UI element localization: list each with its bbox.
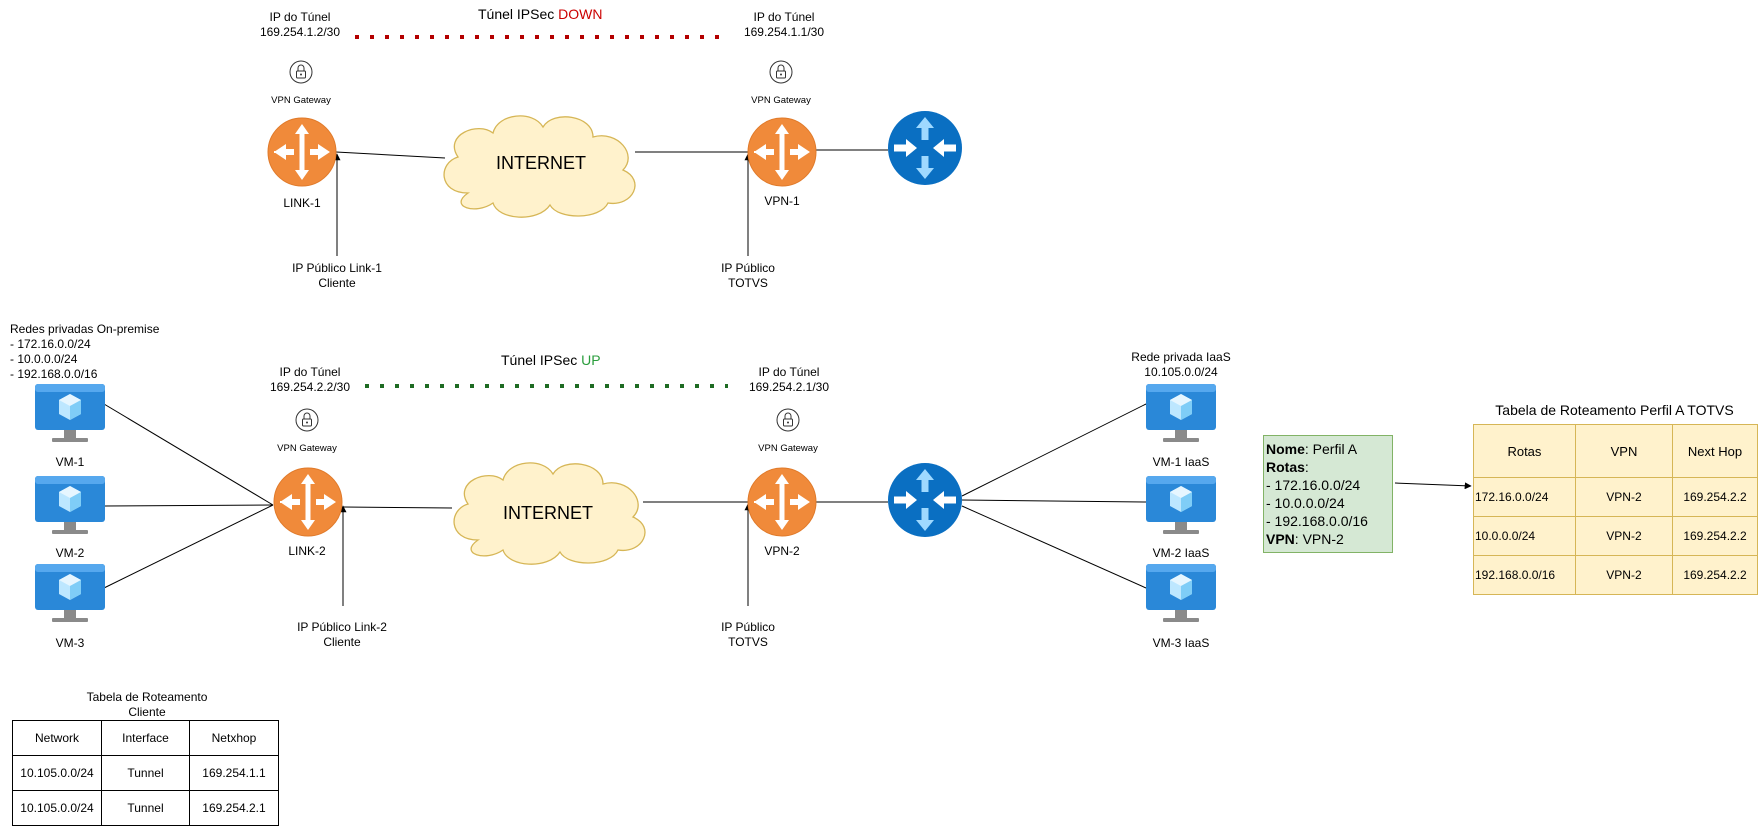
profile-route: - 172.16.0.0/24: [1266, 477, 1361, 493]
top-section: [267, 35, 962, 256]
tunnel-title-top: Túnel IPSec DOWN: [478, 6, 603, 22]
vm3-link-line: [103, 504, 274, 589]
vm-iaas-icon[interactable]: [1146, 476, 1216, 534]
lock-icon: [776, 408, 800, 432]
hub-vm2-iaas-line: [961, 499, 1147, 503]
totvs-routing-table: Rotas VPN Next Hop 172.16.0.0/24 VPN-2 1…: [1473, 424, 1758, 595]
vpn-gateway-label: VPN Gateway: [751, 95, 811, 106]
table-row: 10.105.0.0/24 Tunnel 169.254.1.1: [12, 755, 279, 791]
profile-routes-title: Rotas:: [1266, 459, 1309, 475]
profile-table-arrow: [1394, 482, 1472, 490]
column-header: Next Hop: [1672, 424, 1758, 478]
public-ip-right: IP Público TOTVS: [721, 261, 775, 290]
vm-icon[interactable]: [35, 564, 105, 622]
client-table-title: Tabela de Roteamento Cliente: [86, 690, 208, 719]
tunnel-status-down: DOWN: [558, 6, 603, 22]
vm1-link-line: [103, 403, 274, 506]
link-internet-line: [335, 151, 446, 159]
internet-label: INTERNET: [503, 503, 593, 523]
lock-icon: [289, 60, 313, 84]
client-routing-table: Network Interface Netxhop 10.105.0.0/24 …: [12, 720, 279, 826]
vpn-gateway-label: VPN Gateway: [277, 443, 337, 454]
profile-name: Nome: Perfil A: [1266, 441, 1358, 457]
table-row: 10.0.0.0/24 VPN-2 169.254.2.2: [1473, 516, 1758, 556]
vm-iaas-label: VM-1 IaaS: [1152, 455, 1210, 469]
tunnel-ip-left: IP do Túnel 169.254.1.2/30: [259, 10, 341, 39]
profile-box: Nome: Perfil A Rotas: - 172.16.0.0/24 - …: [1263, 435, 1393, 553]
column-header: Network: [12, 720, 102, 756]
lock-icon: [769, 60, 793, 84]
router-vpn-1[interactable]: [747, 117, 817, 187]
hub-vm1-iaas-line: [961, 403, 1147, 497]
tunnel-ip-left: IP do Túnel 169.254.2.2/30: [269, 365, 351, 394]
tunnel-ip-right: IP do Túnel 169.254.2.1/30: [748, 365, 830, 394]
profile-route: - 192.168.0.0/16: [1266, 513, 1368, 529]
tunnel-status-up: UP: [581, 352, 601, 368]
table-header-row: Network Interface Netxhop: [12, 720, 279, 756]
vm-iaas-icon[interactable]: [1146, 384, 1216, 442]
internet-label: INTERNET: [496, 153, 586, 173]
table-row: 192.168.0.0/16 VPN-2 169.254.2.2: [1473, 555, 1758, 595]
vm2-link-line: [103, 504, 274, 507]
table-row: 10.105.0.0/24 Tunnel 169.254.2.1: [12, 790, 279, 826]
hub-vm3-iaas-line: [961, 505, 1147, 589]
vm-iaas-icon[interactable]: [1146, 564, 1216, 622]
public-ip-left: IP Público Link-2 Cliente: [297, 620, 387, 649]
vm-icon[interactable]: [35, 384, 105, 442]
table-row: 172.16.0.0/24 VPN-2 169.254.2.2: [1473, 477, 1758, 517]
vpn-gateway-label: VPN Gateway: [758, 443, 818, 454]
vm-label: VM-2: [55, 546, 85, 560]
column-header: VPN: [1574, 424, 1674, 478]
public-ip-right: IP Público TOTVS: [721, 620, 775, 649]
lock-icon: [295, 408, 319, 432]
table-header-row: Rotas VPN Next Hop: [1473, 424, 1758, 478]
router-vpn-2[interactable]: [747, 467, 817, 537]
hub-router[interactable]: [888, 111, 962, 185]
iaas-network: Rede privada IaaS 10.105.0.0/24: [1131, 350, 1231, 379]
onprem-networks: Redes privadas On-premise - 172.16.0.0/2…: [10, 322, 160, 381]
public-ip-left: IP Público Link-1 Cliente: [292, 261, 382, 290]
vm-iaas-label: VM-3 IaaS: [1152, 636, 1210, 650]
router-label-vpn-2: VPN-2: [764, 544, 800, 558]
vm-icon[interactable]: [35, 476, 105, 534]
vm-label: VM-3: [55, 636, 85, 650]
hub-router[interactable]: [888, 463, 962, 537]
router-label-link-2: LINK-2: [288, 544, 326, 558]
totvs-table-title: Tabela de Roteamento Perfil A TOTVS: [1495, 402, 1734, 418]
vpn-gateway-label: VPN Gateway: [271, 95, 331, 106]
vm-iaas-label: VM-2 IaaS: [1152, 546, 1210, 560]
router-label-link-1: LINK-1: [283, 196, 321, 210]
router-link-2[interactable]: [273, 467, 343, 537]
link-internet-line: [342, 506, 453, 509]
column-header: Netxhop: [189, 720, 279, 756]
tunnel-title-bottom: Túnel IPSec UP: [501, 352, 601, 368]
router-link-1[interactable]: [267, 117, 337, 187]
column-header: Rotas: [1473, 424, 1576, 478]
column-header: Interface: [101, 720, 190, 756]
vm-label: VM-1: [55, 455, 85, 469]
router-label-vpn-1: VPN-1: [764, 194, 800, 208]
bottom-section: [35, 384, 1472, 622]
tunnel-ip-right: IP do Túnel 169.254.1.1/30: [743, 10, 825, 39]
profile-vpn: VPN: VPN-2: [1266, 531, 1344, 547]
profile-route: - 10.0.0.0/24: [1266, 495, 1345, 511]
